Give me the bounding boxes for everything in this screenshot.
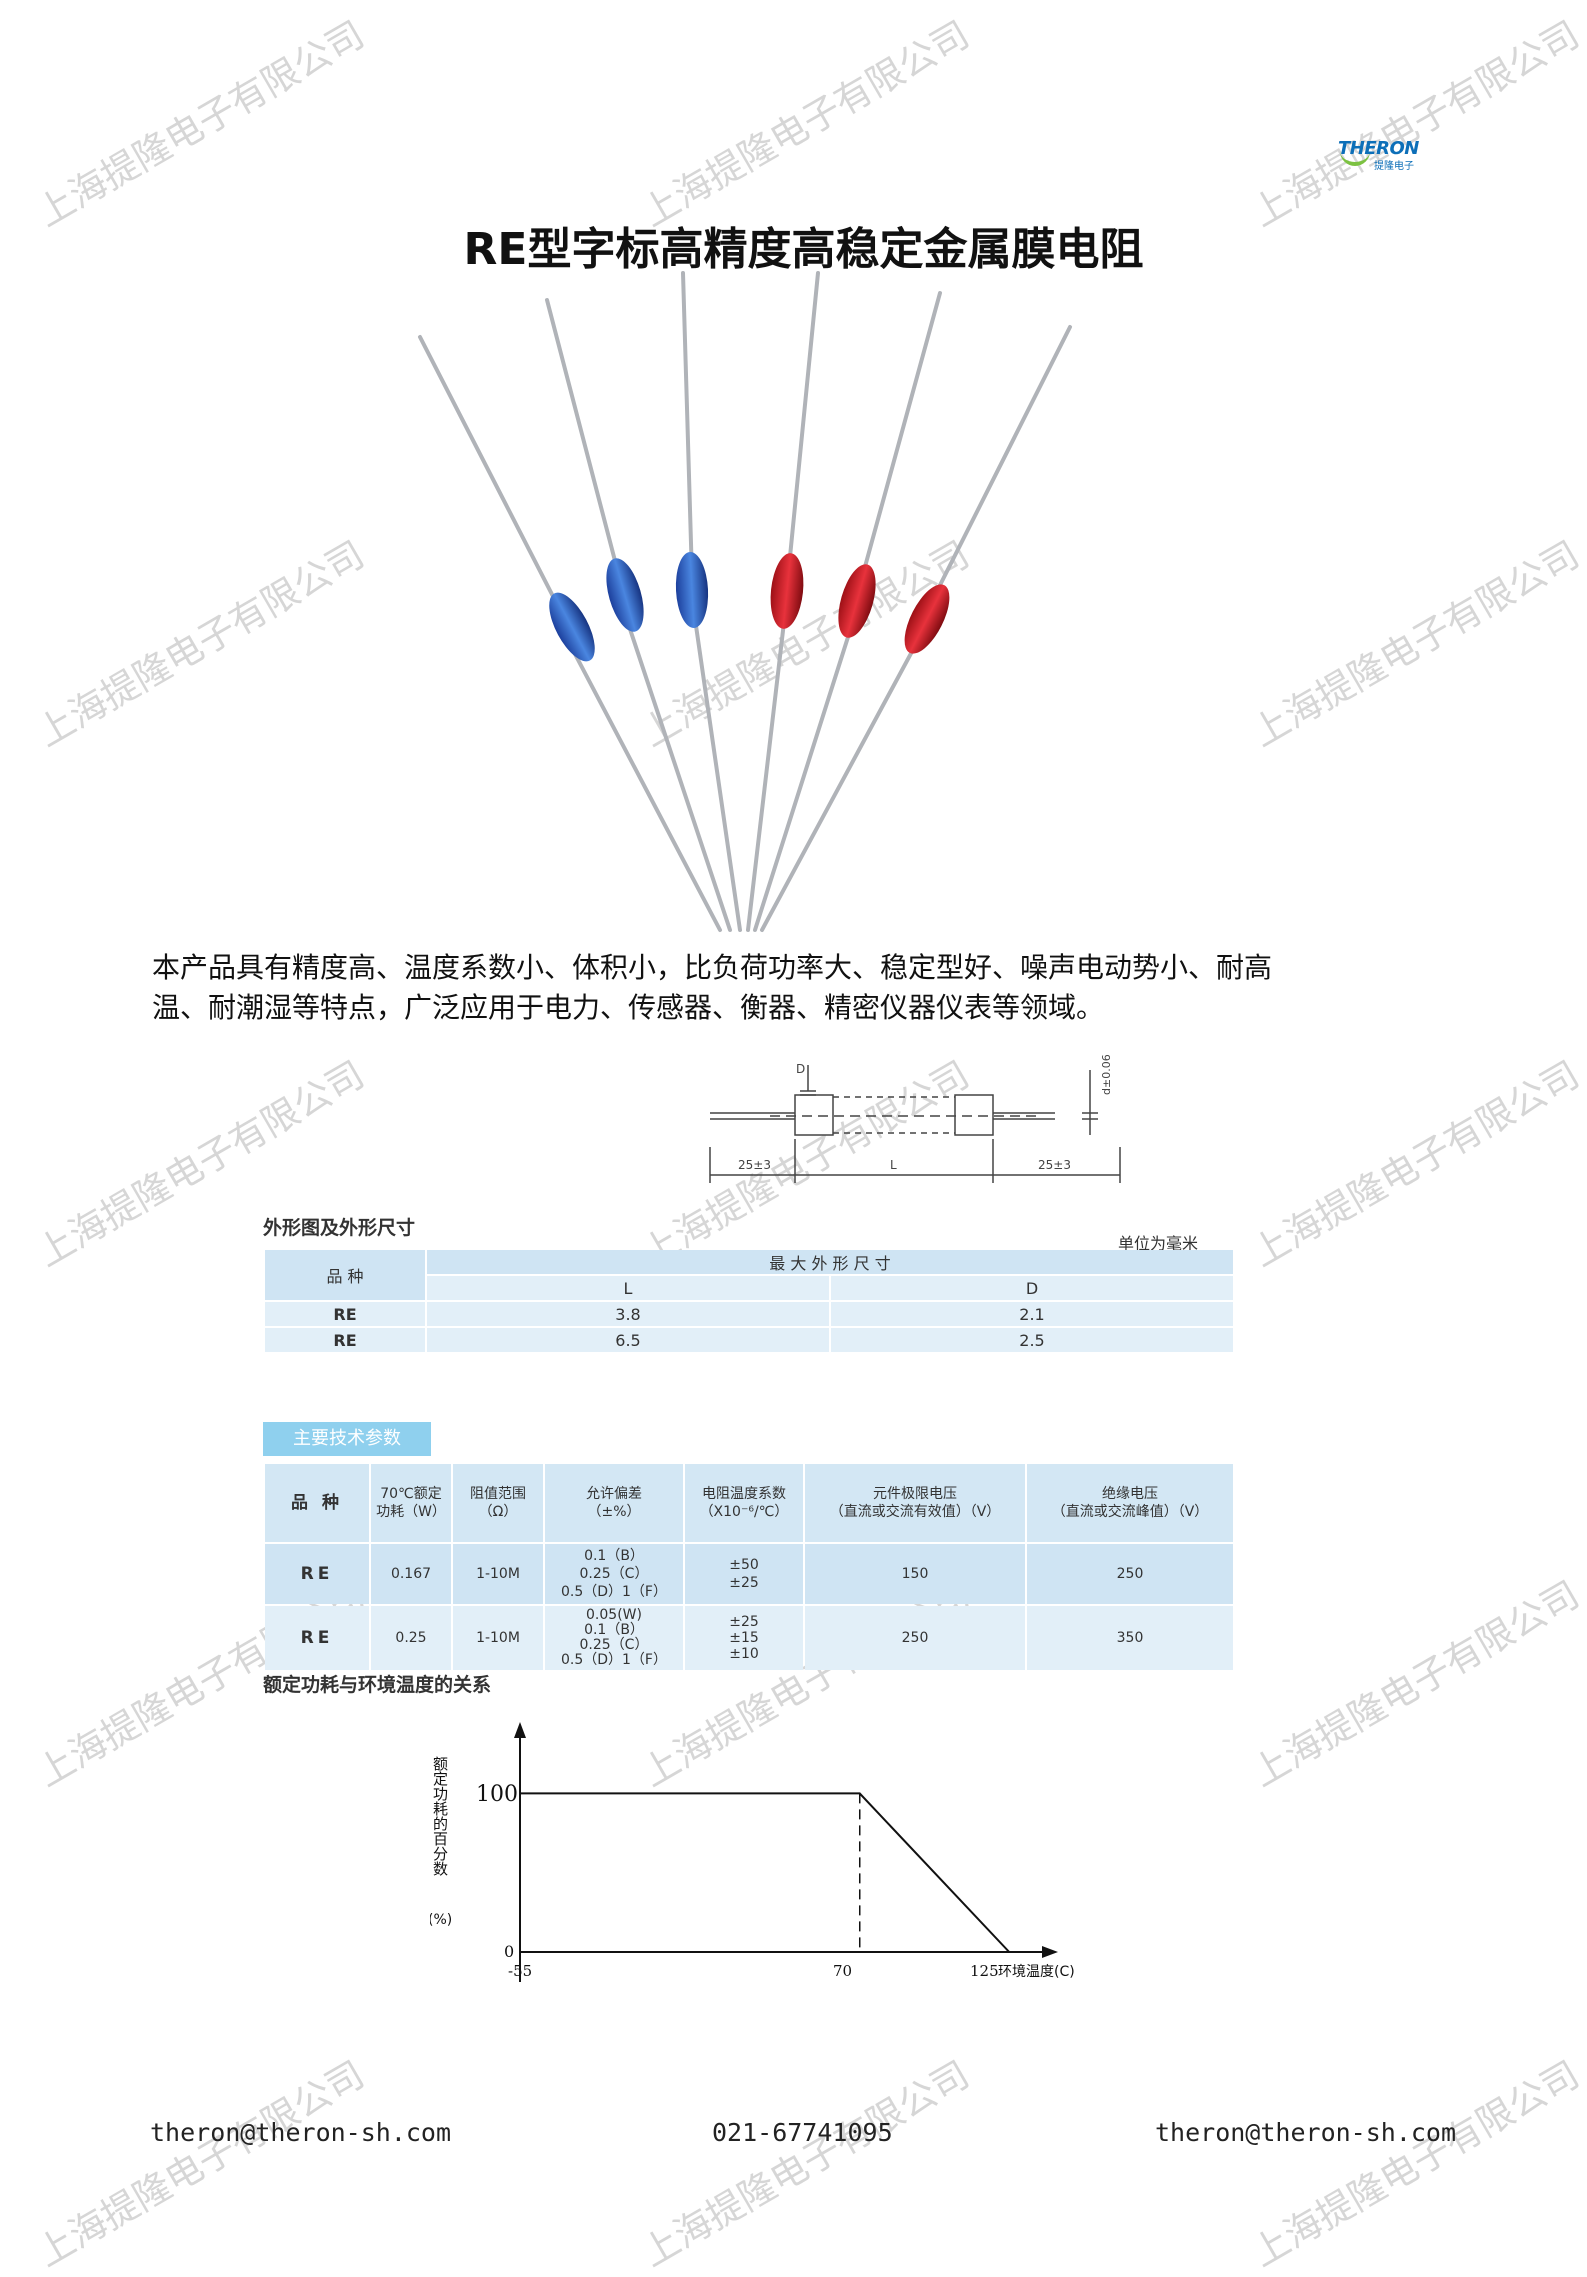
x-tick-70: 70 <box>833 1962 852 1980</box>
x-axis-arrow-icon <box>1042 1946 1058 1958</box>
footer-phone: 021-67741095 <box>712 2118 893 2147</box>
dim-label-lead-right: 25±3 <box>1038 1158 1071 1172</box>
company-logo: THERON 提隆电子 <box>1330 130 1430 172</box>
watermark: 上海提隆电子有限公司 <box>1244 532 1587 756</box>
watermark: 上海提隆电子有限公司 <box>29 12 372 236</box>
derating-caption: 额定功耗与环境温度的关系 <box>263 1674 492 1696</box>
params-table: 品 种 70℃额定功耗（W） 阻值范围（Ω） 允许偏差（±%） 电阻温度系数（X… <box>263 1462 1235 1672</box>
y-axis-arrow-icon <box>514 1722 526 1738</box>
watermark: 上海提隆电子有限公司 <box>634 2052 977 2276</box>
table-row: RE 6.5 2.5 <box>265 1328 1233 1352</box>
watermark: 上海提隆电子有限公司 <box>29 1052 372 1276</box>
watermark: 上海提隆电子有限公司 <box>29 532 372 756</box>
footer-email-left[interactable]: theron@theron-sh.com <box>150 2118 452 2147</box>
x-tick-m55: -55 <box>508 1962 532 1980</box>
x-tick-125: 125 <box>970 1962 999 1980</box>
resistor-photo <box>418 271 1072 932</box>
col-l: L <box>427 1276 829 1300</box>
logo-sub: 提隆电子 <box>1374 161 1414 172</box>
col-d: D <box>831 1276 1233 1300</box>
page-title: RE型字标高精度高稳定金属膜电阻 <box>463 224 1144 275</box>
dimensions-table: 品 种 最 大 外 形 尺 寸 L D RE 3.8 2.1 RE 6.5 2.… <box>263 1248 1235 1354</box>
footer-email-right[interactable]: theron@theron-sh.com <box>1155 2118 1457 2147</box>
dim-label-l: L <box>890 1158 897 1172</box>
dimension-drawing: D 25±3 L 25±3 d±0.06 <box>709 1055 1121 1183</box>
x-axis-label: 环境温度(C) <box>998 1964 1075 1980</box>
params-badge: 主要技术参数 <box>263 1422 431 1456</box>
dim-label-lead-left: 25±3 <box>738 1158 771 1172</box>
watermark: 上海提隆电子有限公司 <box>1244 1052 1587 1276</box>
watermark: 上海提隆电子有限公司 <box>634 12 977 236</box>
resistor-leads <box>418 271 1072 932</box>
y-axis-label: 额定功耗的百分数 <box>431 1756 449 1876</box>
table-header: 品 种 70℃额定功耗（W） 阻值范围（Ω） 允许偏差（±%） 电阻温度系数（X… <box>265 1464 1233 1542</box>
dimensions-caption: 外形图及外形尺寸 <box>263 1217 416 1239</box>
y-tick-0: 0 <box>504 1942 514 1961</box>
watermark: 上海提隆电子有限公司 <box>29 2052 372 2276</box>
watermark: 上海提隆电子有限公司 <box>1244 1572 1587 1796</box>
product-description: 本产品具有精度高、温度系数小、体积小，比负荷功率大、稳定型好、噪声电动势小、耐高… <box>152 951 1273 1024</box>
watermark: 上海提隆电子有限公司 <box>1244 12 1587 236</box>
y-axis-unit: (%) <box>430 1912 452 1928</box>
table-row: RE 0.25 1-10M 0.05(W)0.1（B）0.25（C）0.5（D）… <box>265 1606 1233 1670</box>
dim-label-wire: d±0.06 <box>1100 1055 1113 1095</box>
y-tick-100: 100 <box>476 1782 518 1807</box>
logo-swoosh-icon <box>1340 148 1370 166</box>
derating-series-line <box>520 1792 1010 1953</box>
derating-chart: 100 0 -55 70 125 环境温度(C) 额定功耗的百分数 (%) <box>430 1722 1075 1982</box>
dimensions-unit: 单位为毫米 <box>1118 1234 1199 1253</box>
col-max: 最 大 外 形 尺 寸 <box>427 1250 1233 1274</box>
table-row: RE 0.167 1-10M 0.1（B）0.25（C）0.5（D）1（F） ±… <box>265 1544 1233 1604</box>
watermark: 上海提隆电子有限公司 <box>1244 2052 1587 2276</box>
resistor-bodies <box>549 552 950 662</box>
logo-brand: THERON <box>1338 138 1419 159</box>
col-kind: 品 种 <box>265 1250 425 1300</box>
dim-label-d: D <box>796 1062 805 1076</box>
table-row: RE 3.8 2.1 <box>265 1302 1233 1326</box>
